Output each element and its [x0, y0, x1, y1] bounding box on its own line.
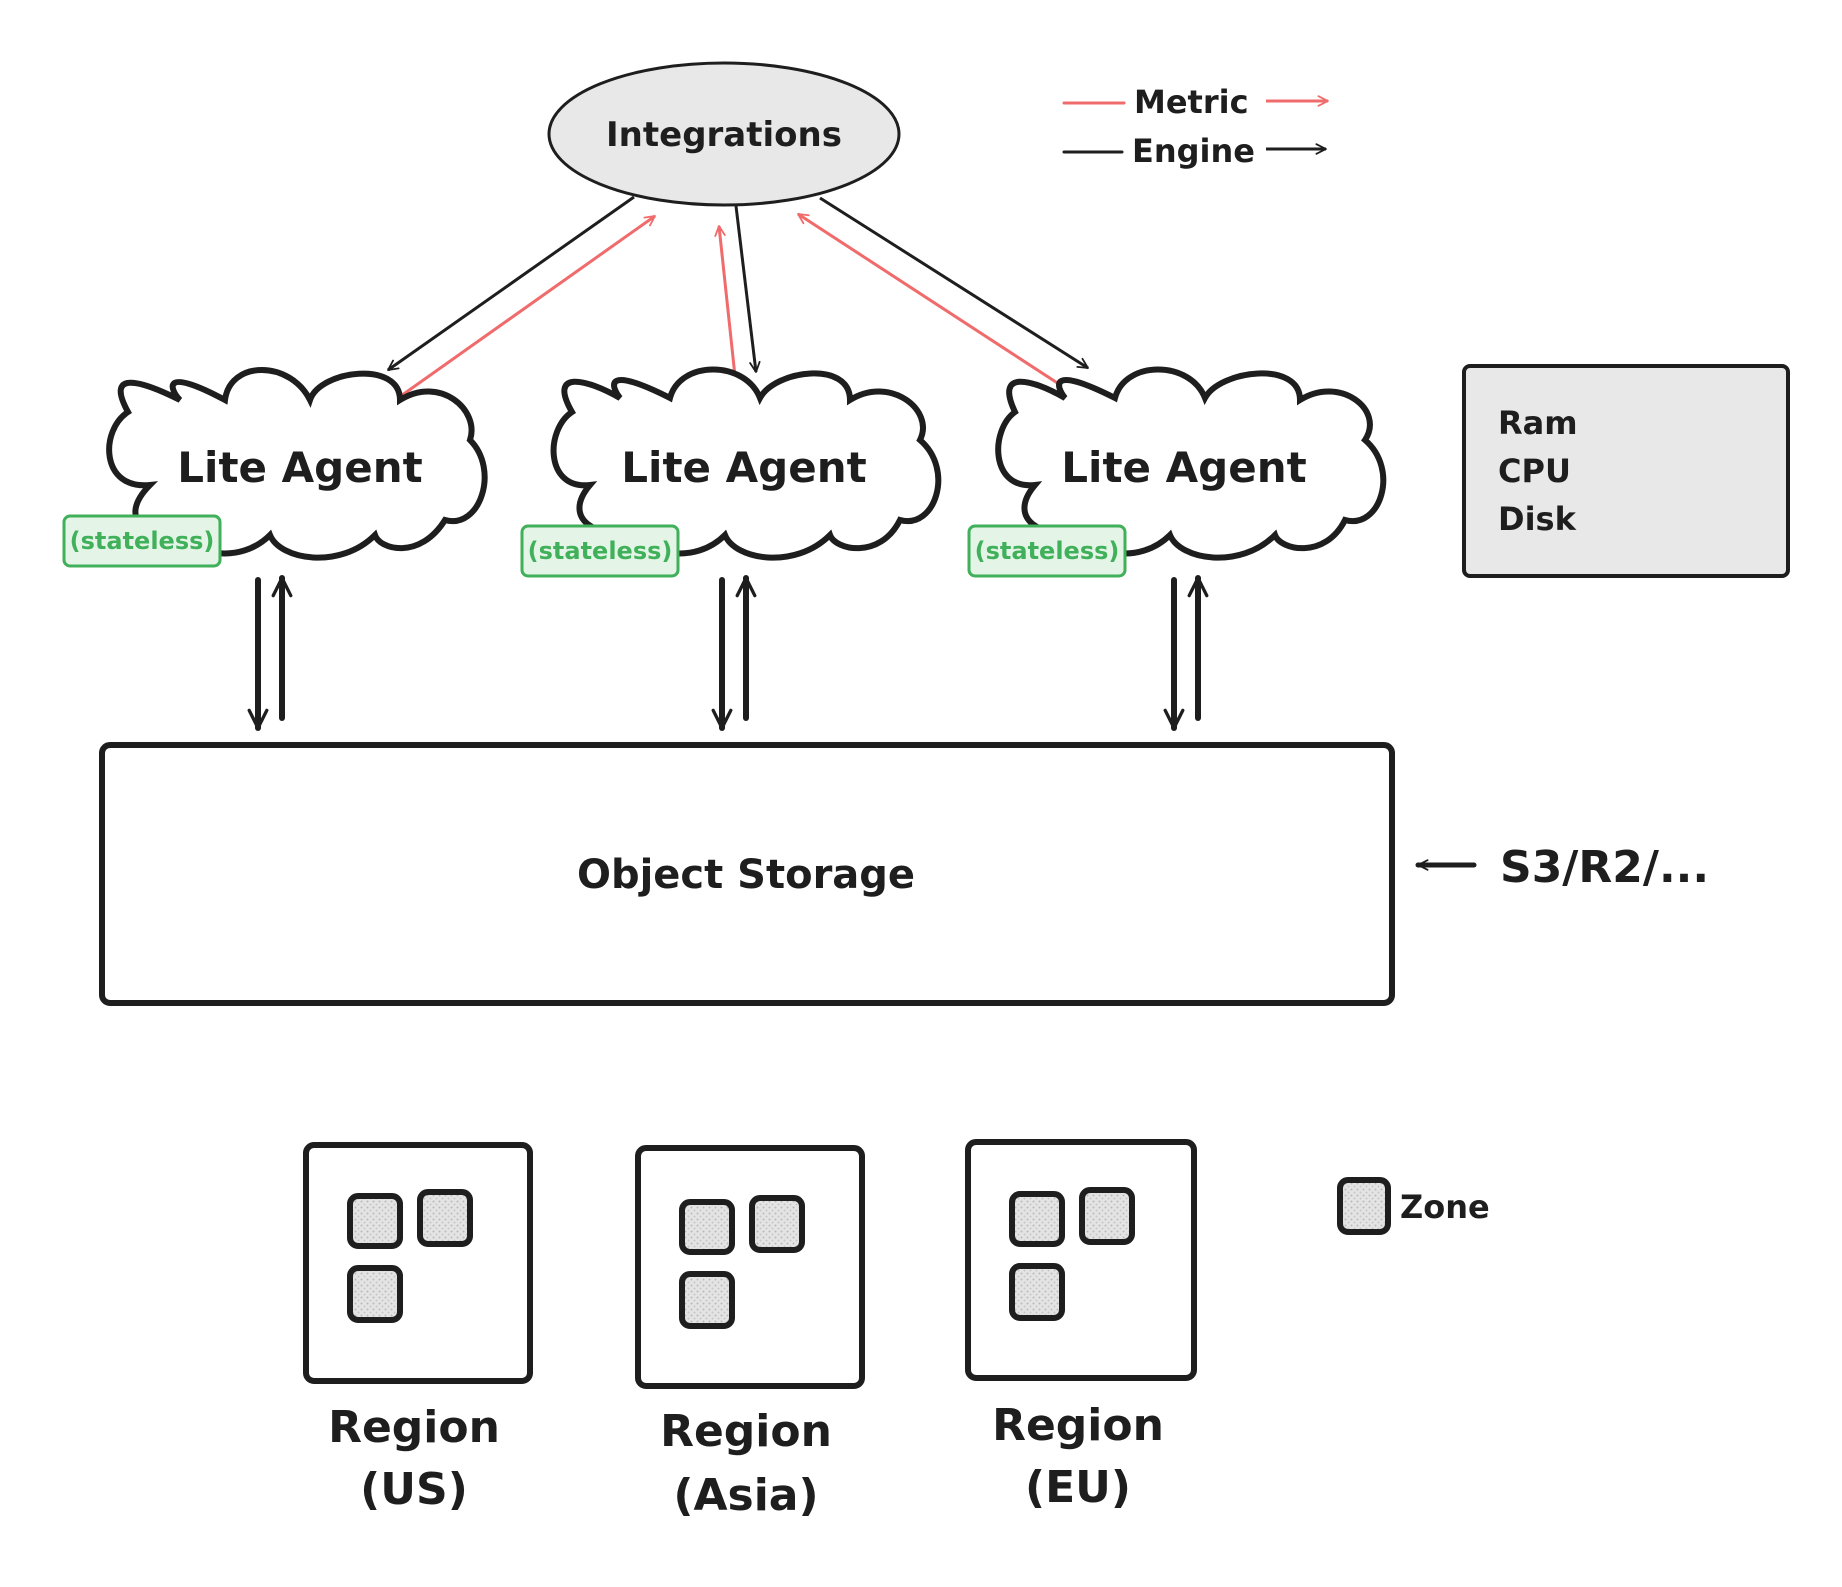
agent-2-label: Lite Agent	[621, 443, 866, 492]
agent-3-tag-label: (stateless)	[975, 537, 1120, 565]
zone-legend-icon	[1337, 1177, 1391, 1235]
zone-legend: Zone	[1337, 1177, 1490, 1235]
engine-arrow-to-agent-1	[387, 195, 635, 372]
region-asia-box	[635, 1145, 865, 1389]
metric-arrow-from-agent-2	[714, 225, 739, 396]
resource-ram: Ram	[1498, 404, 1578, 442]
region-us-box	[303, 1142, 533, 1384]
region-eu-title: Region	[992, 1400, 1164, 1451]
region-us: Region (US)	[303, 1142, 533, 1515]
region-us-title: Region	[328, 1402, 500, 1453]
providers-label: S3/R2/...	[1500, 842, 1709, 893]
agent-1-tag-label: (stateless)	[70, 527, 215, 555]
agent-1-stateless-tag: (stateless)	[62, 514, 222, 568]
object-storage-label: Object Storage	[577, 852, 915, 898]
agent-3-tag-box	[967, 524, 1127, 578]
zone-icon	[347, 1265, 403, 1323]
metric-arrow-from-agent-3	[797, 212, 1063, 388]
arrow-legend: Metric Engine	[1062, 83, 1329, 170]
agent-2-stateless-tag: (stateless)	[520, 524, 680, 578]
engine-arrow-to-agent-3	[819, 196, 1089, 370]
zone-icon	[417, 1189, 473, 1247]
agent-2-cloud	[550, 366, 942, 561]
object-storage: Object Storage	[99, 742, 1395, 1006]
agent-3-cloud	[995, 366, 1387, 561]
zone-icon	[679, 1199, 735, 1255]
zone-legend-label: Zone	[1400, 1188, 1490, 1226]
resource-cpu: CPU	[1498, 452, 1571, 490]
lite-agent-2: Lite Agent (stateless)	[520, 366, 942, 578]
region-eu-name: (EU)	[1025, 1462, 1131, 1513]
object-storage-box	[99, 742, 1395, 1006]
agent-1-cloud	[106, 367, 488, 561]
resource-disk: Disk	[1498, 500, 1577, 538]
integration-arrows	[387, 195, 1089, 400]
lite-agent-1: Lite Agent (stateless)	[62, 367, 488, 568]
zone-icon	[679, 1271, 735, 1329]
zone-icon	[1009, 1191, 1065, 1247]
agent-2-tag-label: (stateless)	[528, 537, 673, 565]
region-asia-title: Region	[660, 1406, 832, 1457]
engine-legend-label: Engine	[1132, 132, 1255, 170]
agent-1-tag-box	[62, 514, 222, 568]
region-eu-box	[965, 1139, 1197, 1381]
integrations-node: Integrations	[547, 61, 901, 207]
agent-2-tag-box	[520, 524, 680, 578]
zone-icon	[749, 1195, 805, 1253]
region-asia-name: (Asia)	[673, 1470, 818, 1521]
zone-icon	[1009, 1263, 1065, 1321]
zone-icon	[347, 1193, 403, 1249]
agent-3-label: Lite Agent	[1061, 443, 1306, 492]
zone-icon	[1079, 1187, 1135, 1245]
region-us-name: (US)	[360, 1464, 468, 1515]
storage-providers: S3/R2/...	[1415, 842, 1709, 893]
integrations-label: Integrations	[606, 115, 842, 155]
lite-agent-3: Lite Agent (stateless)	[967, 366, 1387, 578]
resource-box: Ram CPU Disk	[1462, 364, 1790, 578]
engine-arrow-to-agent-2	[734, 205, 761, 373]
metric-legend-label: Metric	[1134, 83, 1249, 121]
integrations-ellipse	[547, 61, 901, 207]
region-asia: Region (Asia)	[635, 1145, 865, 1521]
storage-arrows	[247, 575, 1209, 731]
agent-1-label: Lite Agent	[177, 443, 422, 492]
resource-box-frame	[1462, 364, 1790, 578]
region-eu: Region (EU)	[965, 1139, 1197, 1513]
metric-arrow-from-agent-1	[397, 214, 656, 400]
agent-3-stateless-tag: (stateless)	[967, 524, 1127, 578]
